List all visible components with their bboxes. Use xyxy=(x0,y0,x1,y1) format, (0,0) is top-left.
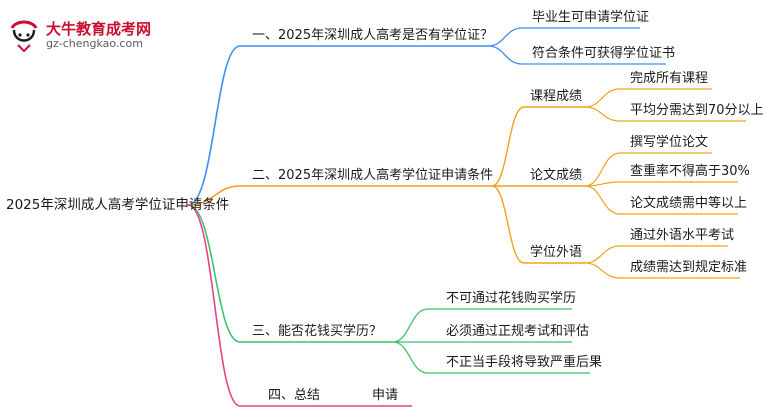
link-root-branch-4 xyxy=(187,204,241,407)
link-b2-g3-leaf-2 xyxy=(584,262,621,279)
b2-g2-leaf-3: 论文成绩需中等以上 xyxy=(630,196,748,211)
b3-leaf-3: 不正当手段将导致严重后果 xyxy=(446,355,603,370)
logo-url: gz-chengkao.com xyxy=(46,37,143,50)
branch-4-label: 四、总结 xyxy=(268,388,321,403)
b2-group-2-label: 论文成绩 xyxy=(530,168,583,183)
b2-g1-leaf-2: 平均分需达到70分以上 xyxy=(630,103,764,118)
b2-g3-leaf-2: 成绩需达到规定标准 xyxy=(630,260,748,275)
link-root-branch-2 xyxy=(187,185,241,206)
link-b2-g1-leaf-1 xyxy=(584,88,621,108)
b2-group-3-label: 学位外语 xyxy=(530,245,583,260)
b2-group-1-label: 课程成绩 xyxy=(530,89,583,104)
link-b2-g2-leaf-2 xyxy=(584,181,621,187)
branch-1-label: 一、2025年深圳成人高考是否有学位证？ xyxy=(252,28,494,43)
bull-logo-icon xyxy=(10,20,38,53)
link-b3-leaf-1 xyxy=(392,308,429,343)
b2-g1-leaf-1: 完成所有课程 xyxy=(630,71,709,86)
branch-2-label: 二、2025年深圳成人高考学位证申请条件 xyxy=(252,168,494,183)
link-b2-g1-leaf-2 xyxy=(584,106,621,122)
root-node: 2025年深圳成人高考学位证申请条件 xyxy=(6,197,230,213)
branch-4-extra: 申请 xyxy=(372,388,399,403)
b2-g2-leaf-2: 查重率不得高于30% xyxy=(630,164,750,179)
link-b2-group-1 xyxy=(491,106,525,187)
link-b2-group-3 xyxy=(491,185,525,264)
link-root-branch-3 xyxy=(187,204,241,343)
b3-leaf-2: 必须通过正规考试和评估 xyxy=(446,324,590,339)
link-b3-leaf-3 xyxy=(392,341,429,374)
site-logo[interactable]: 大牛教育成考网 gz-chengkao.com xyxy=(6,14,166,56)
link-root-branch-1 xyxy=(187,45,241,206)
link-b1-leaf-2 xyxy=(487,45,523,65)
b3-leaf-1: 不可通过花钱购买学历 xyxy=(446,291,577,306)
b1-leaf-2: 符合条件可获得学位证书 xyxy=(532,46,676,61)
link-b1-leaf-1 xyxy=(487,27,523,47)
b2-g2-leaf-1: 撰写学位论文 xyxy=(630,135,709,150)
b2-g3-leaf-1: 通过外语水平考试 xyxy=(630,228,735,243)
logo-title: 大牛教育成考网 xyxy=(46,20,152,38)
link-b2-g3-leaf-1 xyxy=(584,245,621,264)
branch-3-label: 三、能否花钱买学历？ xyxy=(252,324,383,339)
link-b2-g2-leaf-3 xyxy=(584,185,621,215)
b1-leaf-1: 毕业生可申请学位证 xyxy=(532,10,650,25)
link-b2-g2-leaf-1 xyxy=(584,152,621,187)
